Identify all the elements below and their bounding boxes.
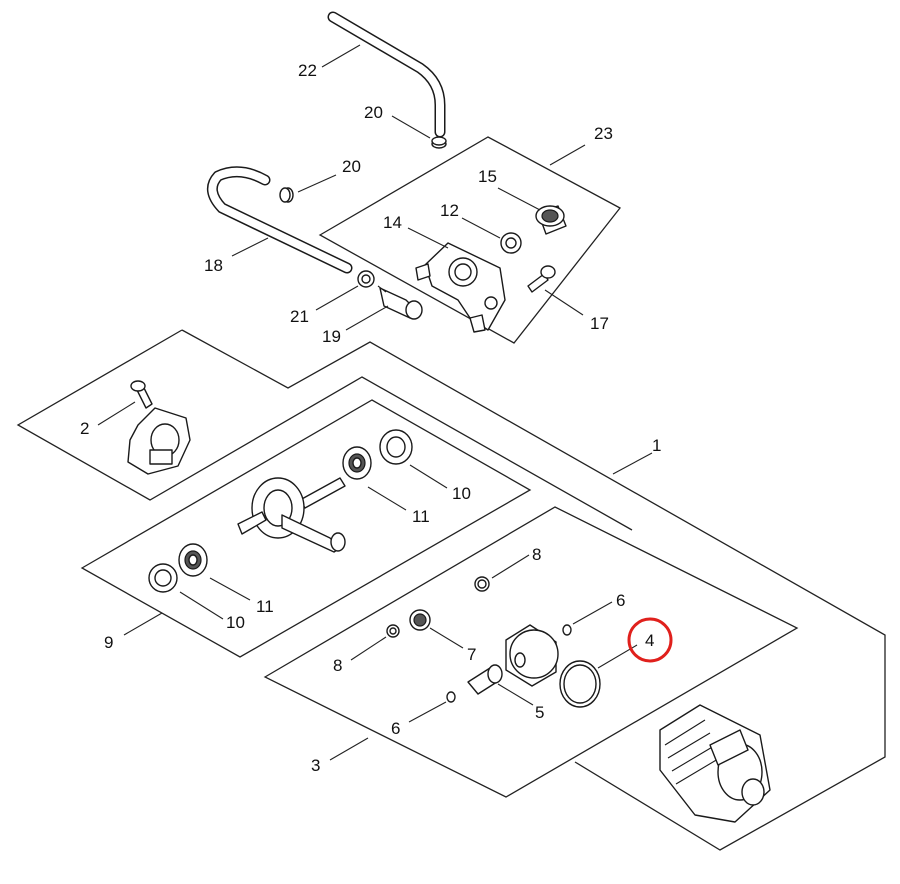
callout-2: 2 [80,419,89,438]
callout-1: 1 [652,436,661,455]
callout-9: 9 [104,633,113,652]
frame-group-1 [181,329,886,851]
frame-group-9 [80,399,532,658]
group-frames [16,136,886,851]
part-7-needle-bearing [409,609,431,631]
part-4-piston-ring [559,660,601,708]
part-11-bearing-right [342,446,372,480]
part-20-clamp-middle [279,187,294,203]
callout-22: 22 [298,61,317,80]
part-18-curved-hose [206,166,353,274]
callout-23: 23 [594,124,613,143]
frame-group-23 [318,136,621,344]
part-21-seal [357,270,375,288]
part-9-crankshaft [237,477,346,553]
callout-15: 15 [478,167,497,186]
callout-3: 3 [311,756,320,775]
leader-lines [97,44,653,761]
part-20-clamp-top [431,136,447,149]
callout-19: 19 [322,327,341,346]
callout-12: 12 [440,201,459,220]
part-6-clip-bottom [446,691,456,703]
frame-group-3 [263,506,799,798]
callout-11-right: 11 [412,507,430,526]
callout-labels: 22 20 20 23 15 12 14 17 18 21 19 2 1 10 … [80,61,661,775]
callout-18: 18 [204,256,223,275]
callout-11-left: 11 [256,597,274,616]
part-22-oil-hose [327,11,446,138]
part-6-clip-top [562,624,572,636]
callout-20-top: 20 [364,103,383,122]
part-14-oil-pump [415,242,506,333]
part-19-plunger [377,285,423,320]
callout-10-left: 10 [226,613,245,632]
callout-5: 5 [535,703,544,722]
callout-20-middle: 20 [342,157,361,176]
part-10-seal-left [148,563,178,593]
part-8-snap-ring-top [474,576,490,592]
callout-6-bottom: 6 [391,719,400,738]
part-15-adjuster [535,205,567,235]
frame-group-2 [16,329,633,531]
callout-7: 7 [467,645,476,664]
callout-4: 4 [645,631,654,650]
highlight-circle-callout-4 [627,617,673,663]
part-3-piston [505,624,559,687]
part-11-bearing-left [178,543,208,577]
callout-8-left: 8 [333,656,342,675]
part-12-washer [500,232,522,254]
callout-10-right: 10 [452,484,471,503]
callout-14: 14 [383,213,402,232]
callout-17: 17 [590,314,609,333]
callout-21: 21 [290,307,309,326]
part-8-snap-ring-left [386,624,400,638]
part-17-screw [527,265,556,293]
callout-8-top: 8 [532,545,541,564]
callout-6-top: 6 [616,591,625,610]
part-5-piston-pin [467,664,503,695]
part-10-seal-right [379,429,413,465]
part-2-crankcase [127,380,191,475]
part-1-cylinder [659,704,771,823]
